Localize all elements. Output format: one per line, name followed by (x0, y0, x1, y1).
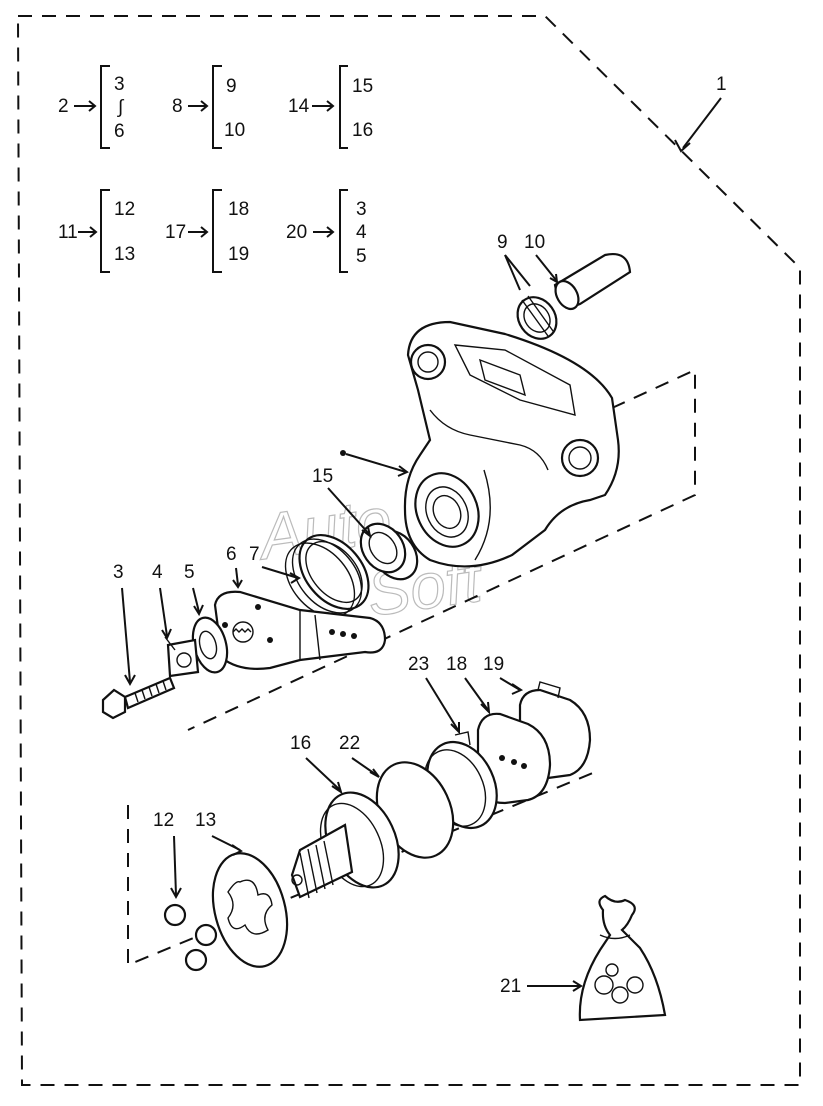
callout-label-1: 1 (716, 74, 727, 95)
kit-child-label: 3 (356, 199, 367, 220)
callout-housing-dot (340, 450, 409, 477)
callout-label-21: 21 (500, 976, 521, 997)
callout-label-5: 5 (184, 562, 195, 583)
callout-23-18-19: 23 18 19 (408, 654, 524, 735)
callout-label-19: 19 (483, 654, 504, 675)
kit-parent-label: 14 (288, 96, 310, 117)
kit-parent-label: 2 (58, 96, 69, 117)
part-16-rotor-shaft (290, 791, 400, 899)
callout-label-10: 10 (524, 232, 545, 253)
part-3-bolt (101, 676, 176, 720)
steering-gear-housing (403, 320, 620, 568)
callout-label-6: 6 (226, 544, 237, 565)
callout-15: 15 (312, 466, 372, 539)
callout-16-22: 16 22 (290, 733, 380, 795)
kit-child-label: 10 (224, 120, 245, 141)
callout-label-23: 23 (408, 654, 429, 675)
kit-child-label: 16 (352, 120, 373, 141)
callout-label-22: 22 (339, 733, 360, 754)
kit-group-20: 20 3 4 5 (286, 189, 367, 273)
kit-parent-label: 8 (172, 96, 183, 117)
kit-parent-label: 17 (165, 222, 186, 243)
kit-child-label: 5 (356, 246, 367, 267)
callout-3-4-5: 3 4 5 (113, 562, 204, 687)
callout-6-7: 6 7 (226, 544, 301, 589)
kit-child-label: 18 (228, 199, 249, 220)
kit-group-8: 8 9 10 (172, 65, 245, 149)
kit-child-label: 3 (114, 74, 125, 95)
callout-label-15: 15 (312, 466, 333, 487)
kit-outline-border (16, 15, 801, 1086)
kit-child-label: 15 (352, 76, 373, 97)
part-21-hardware-bag (578, 894, 667, 1022)
kit-child-label: 13 (114, 244, 135, 265)
kit-child-label: 6 (114, 121, 125, 142)
part-13-plate (211, 852, 289, 968)
part-6-pitman-arm (213, 590, 387, 670)
callout-label-3: 3 (113, 562, 124, 583)
callout-label-18: 18 (446, 654, 467, 675)
kit-child-label: ∫ (117, 97, 125, 118)
callout-9-10: 9 10 (497, 232, 559, 291)
part-10-bushing (553, 253, 632, 311)
kit-group-2: 2 3 ∫ 6 (58, 65, 125, 149)
callout-label-9: 9 (497, 232, 508, 253)
callout-label-16: 16 (290, 733, 311, 754)
kit-group-11: 11 12 13 (58, 189, 135, 273)
callout-label-13: 13 (195, 810, 216, 831)
assembly-phantom-line-lower (127, 769, 601, 967)
kit-child-label: 12 (114, 199, 135, 220)
kit-group-17: 17 18 19 (165, 189, 249, 273)
kit-group-14: 14 15 16 (288, 65, 373, 149)
part-15-bearing (359, 522, 419, 581)
part-7-seal-rings (284, 534, 370, 618)
part-9-packing (516, 295, 558, 340)
part-12-balls (163, 903, 218, 972)
callout-21: 21 (500, 976, 583, 997)
callout-label-12: 12 (153, 810, 174, 831)
kit-parent-label: 20 (286, 222, 307, 243)
kit-child-label: 19 (228, 244, 249, 265)
assembly-phantom-line-upper (187, 368, 696, 731)
callout-label-7: 7 (249, 544, 260, 565)
kit-child-label: 4 (356, 222, 367, 243)
part-4-lock-plate (164, 636, 200, 678)
callout-1: 1 (674, 74, 727, 153)
callout-label-4: 4 (152, 562, 163, 583)
kit-parent-label: 11 (58, 222, 78, 243)
callout-12-13: 12 13 (153, 810, 243, 900)
kit-child-label: 9 (226, 76, 237, 97)
